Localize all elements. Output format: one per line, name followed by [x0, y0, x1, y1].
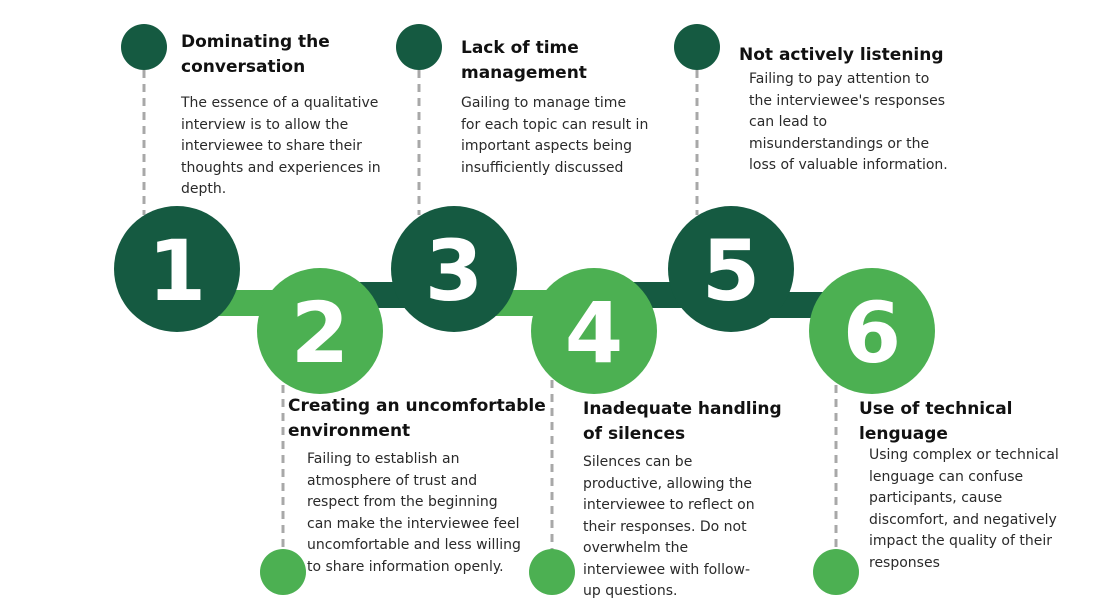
step-4-description: Silences can be productive, allowing the…	[583, 452, 755, 603]
step-circle-5	[668, 206, 794, 332]
step-number-1: 1	[148, 222, 206, 320]
step-circle-4	[531, 268, 657, 394]
step-1-desc-line: thoughts and experiences in	[181, 159, 381, 176]
step-5-title-line-1: Not actively listening	[739, 45, 944, 65]
step-4-desc-line: interviewee with follow-	[583, 561, 751, 578]
step-4-desc-line: up questions.	[583, 583, 678, 599]
step-3-desc-line: Gailing to manage time	[461, 95, 627, 111]
step-circle-2	[257, 268, 383, 394]
step-3-description: Gailing to manage time for each topic ca…	[461, 93, 648, 179]
step-4-desc-line: Silences can be	[583, 454, 693, 470]
step-5-desc-line: the interviewee's responses	[749, 92, 945, 109]
step-6-desc-line: lenguage can confuse	[869, 468, 1024, 485]
step-2-desc-line: can make the interviewee feel	[307, 515, 520, 532]
step-circle-3	[391, 206, 517, 332]
marker-dot-3	[396, 24, 442, 70]
step-4-desc-line: overwhelm the	[583, 540, 689, 556]
marker-dot-6	[813, 549, 859, 595]
step-4-title-line-1: Inadequate handling	[583, 399, 782, 419]
step-1-desc-line: interview is to allow the	[181, 116, 349, 133]
step-3-desc-line: for each topic can result in	[461, 116, 649, 133]
step-1-title: Dominating the conversation	[181, 30, 330, 80]
step-4-desc-line: their responses. Do not	[583, 518, 747, 535]
dashed-connectors	[142, 70, 838, 552]
step-4-title: Inadequate handling of silences	[583, 397, 782, 447]
step-1-description: The essence of a qualitative interview i…	[181, 93, 381, 201]
marker-dot-5	[674, 24, 720, 70]
step-2-desc-line: atmosphere of trust and	[307, 472, 478, 489]
step-2-title-line-1: Creating an uncomfortable	[288, 396, 546, 416]
step-2-title: Creating an uncomfortable environment	[288, 394, 546, 444]
step-6-desc-line: participants, cause	[869, 490, 1003, 506]
step-3-title-line-2: management	[461, 63, 587, 83]
step-number-6: 6	[843, 284, 901, 382]
step-4-desc-line: interviewee to reflect on	[583, 497, 755, 513]
step-circle-6	[809, 268, 935, 394]
step-6-desc-line: impact the quality of their	[869, 533, 1052, 549]
step-number-3: 3	[425, 222, 483, 320]
step-1-title-line-2: conversation	[181, 57, 306, 77]
step-1-desc-line: depth.	[181, 181, 227, 197]
step-6-desc-line: Using complex or technical	[869, 447, 1059, 463]
step-6-title: Use of technical lenguage	[859, 397, 1013, 447]
step-5-desc-line: Failing to pay attention to	[749, 71, 930, 87]
step-5-description: Failing to pay attention to the intervie…	[749, 69, 948, 177]
step-6-description: Using complex or technical lenguage can …	[869, 445, 1059, 574]
step-2-desc-line: Failing to establish an	[307, 451, 460, 467]
marker-dot-2	[260, 549, 306, 595]
step-2-desc-line: respect from the beginning	[307, 494, 498, 510]
step-3-title: Lack of time management	[461, 36, 587, 86]
step-number-2: 2	[291, 284, 349, 382]
step-2-desc-line: to share information openly.	[307, 558, 504, 575]
step-2-title-line-2: environment	[288, 421, 411, 441]
step-number-4: 4	[565, 284, 623, 382]
step-number-5: 5	[702, 222, 760, 320]
step-6-title-line-1: Use of technical	[859, 399, 1013, 419]
step-2-description: Failing to establish an atmosphere of tr…	[307, 449, 521, 578]
step-3-title-line-1: Lack of time	[461, 38, 579, 58]
step-circle-1	[114, 206, 240, 332]
step-1-desc-line: The essence of a qualitative	[181, 95, 379, 111]
main-circles: 1 2 3 4 5 6	[114, 206, 935, 394]
step-1-title-line-1: Dominating the	[181, 32, 330, 52]
marker-dot-1	[121, 24, 167, 70]
step-5-desc-line: can lead to	[749, 114, 828, 130]
step-5-title: Not actively listening	[739, 43, 944, 68]
step-3-desc-line: insufficiently discussed	[461, 159, 624, 176]
step-1-desc-line: interviewee to share their	[181, 138, 362, 154]
marker-dots	[121, 24, 859, 595]
step-6-title-line-2: lenguage	[859, 424, 948, 444]
step-5-desc-line: misunderstandings or the	[749, 135, 930, 152]
step-2-desc-line: uncomfortable and less willing	[307, 537, 521, 553]
step-6-desc-line: responses	[869, 554, 940, 571]
marker-dot-4	[529, 549, 575, 595]
step-4-desc-line: productive, allowing the	[583, 475, 752, 492]
step-5-desc-line: loss of valuable information.	[749, 157, 948, 173]
step-6-desc-line: discomfort, and negatively	[869, 511, 1057, 528]
step-4-title-line-2: of silences	[583, 424, 686, 444]
step-3-desc-line: important aspects being	[461, 138, 633, 154]
